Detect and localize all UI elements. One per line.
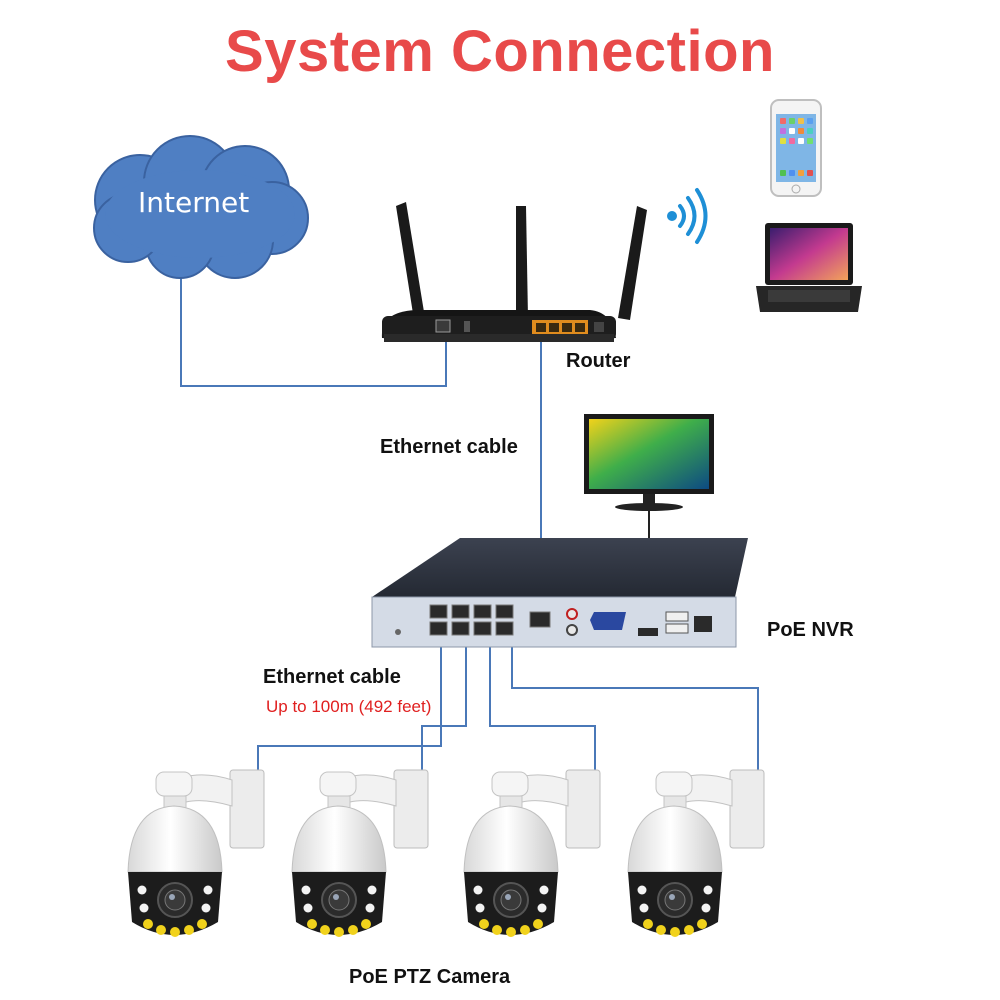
cloud-icon (93, 135, 309, 279)
camera-cable-2 (421, 640, 467, 776)
distance-label: Up to 100m (492 feet) (266, 697, 432, 716)
camera-cable-3 (489, 640, 596, 776)
ethernet-cable-label-bottom: Ethernet cable (263, 666, 401, 688)
smartphone-icon (770, 99, 822, 197)
router-label: Router (566, 350, 631, 372)
internet-label: Internet (138, 186, 250, 219)
camera-cable-1 (257, 640, 442, 776)
nvr-icon (371, 538, 748, 648)
laptop-icon (756, 223, 862, 312)
ethernet-cable-label-top: Ethernet cable (380, 436, 518, 458)
internet-router-cable (180, 272, 447, 387)
camera-cable-4 (511, 640, 759, 776)
ptz-camera-3 (463, 769, 601, 938)
camera-label: PoE PTZ Camera (349, 966, 511, 988)
wifi-signal-icon (667, 188, 708, 244)
diagram-title: System Connection (225, 19, 775, 84)
router-icon (381, 202, 647, 342)
monitor-icon (584, 414, 714, 511)
ptz-camera-1 (127, 769, 265, 938)
ptz-camera-2 (291, 769, 429, 938)
ptz-camera-4 (627, 769, 765, 938)
poe-nvr-label: PoE NVR (767, 619, 854, 641)
